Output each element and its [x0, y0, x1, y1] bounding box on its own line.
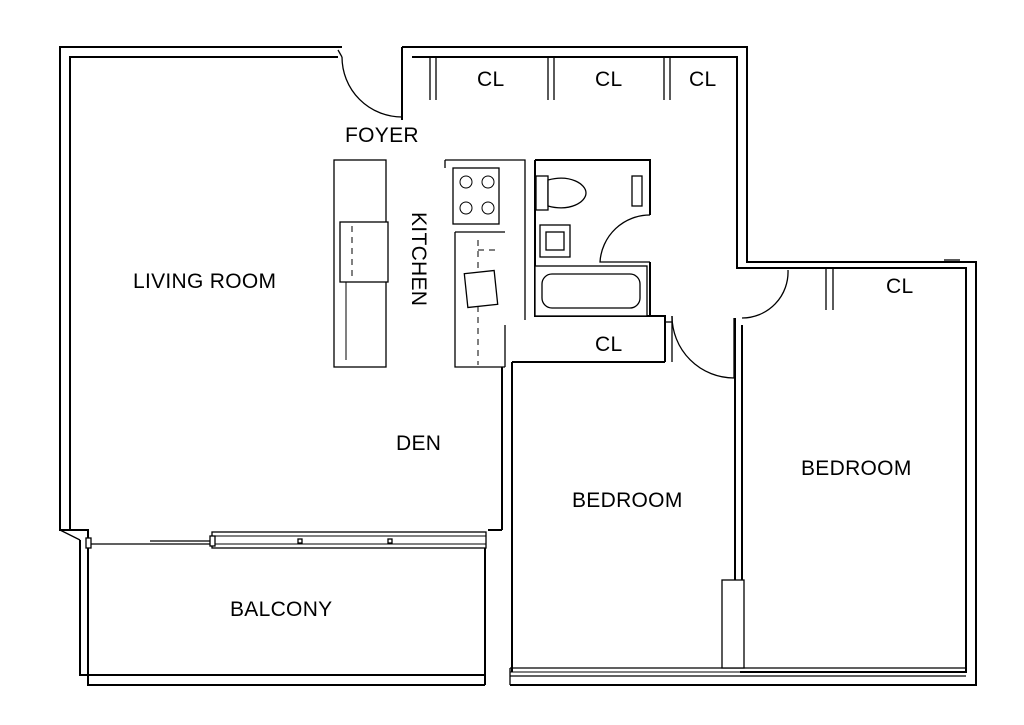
- label-den: DEN: [396, 432, 441, 455]
- label-closet-top-1: CL: [477, 68, 504, 91]
- bathtub-icon: [534, 265, 648, 317]
- label-balcony: BALCONY: [230, 598, 332, 621]
- label-closet-bedroom-2: CL: [886, 275, 913, 298]
- toilet-icon: [535, 175, 643, 211]
- label-bedroom-2: BEDROOM: [801, 457, 912, 480]
- label-bedroom-1: BEDROOM: [572, 489, 683, 512]
- interior-walls: [484, 267, 834, 685]
- stove-icon: [452, 167, 500, 225]
- vanity-sink-icon: [539, 224, 571, 258]
- label-kitchen: KITCHEN: [407, 212, 430, 306]
- kitchen-island: [333, 159, 389, 368]
- label-foyer: FOYER: [345, 124, 419, 147]
- sink-icon: [463, 249, 500, 309]
- label-living-room: LIVING ROOM: [133, 270, 276, 293]
- label-closet-hall: CL: [595, 333, 622, 356]
- label-closet-top-3: CL: [689, 68, 716, 91]
- closet-labels: CL CL CL CL CL: [477, 68, 913, 356]
- top-closets: [429, 57, 671, 100]
- room-labels: FOYER KITCHEN LIVING ROOM DEN BALCONY BE…: [133, 124, 912, 621]
- entry-door: [337, 49, 403, 120]
- label-closet-top-2: CL: [595, 68, 622, 91]
- bedroom-doors: [671, 269, 789, 379]
- balcony-slider: [59, 529, 487, 549]
- kitchen-counter: [444, 159, 526, 368]
- exterior-walls: [59, 46, 977, 686]
